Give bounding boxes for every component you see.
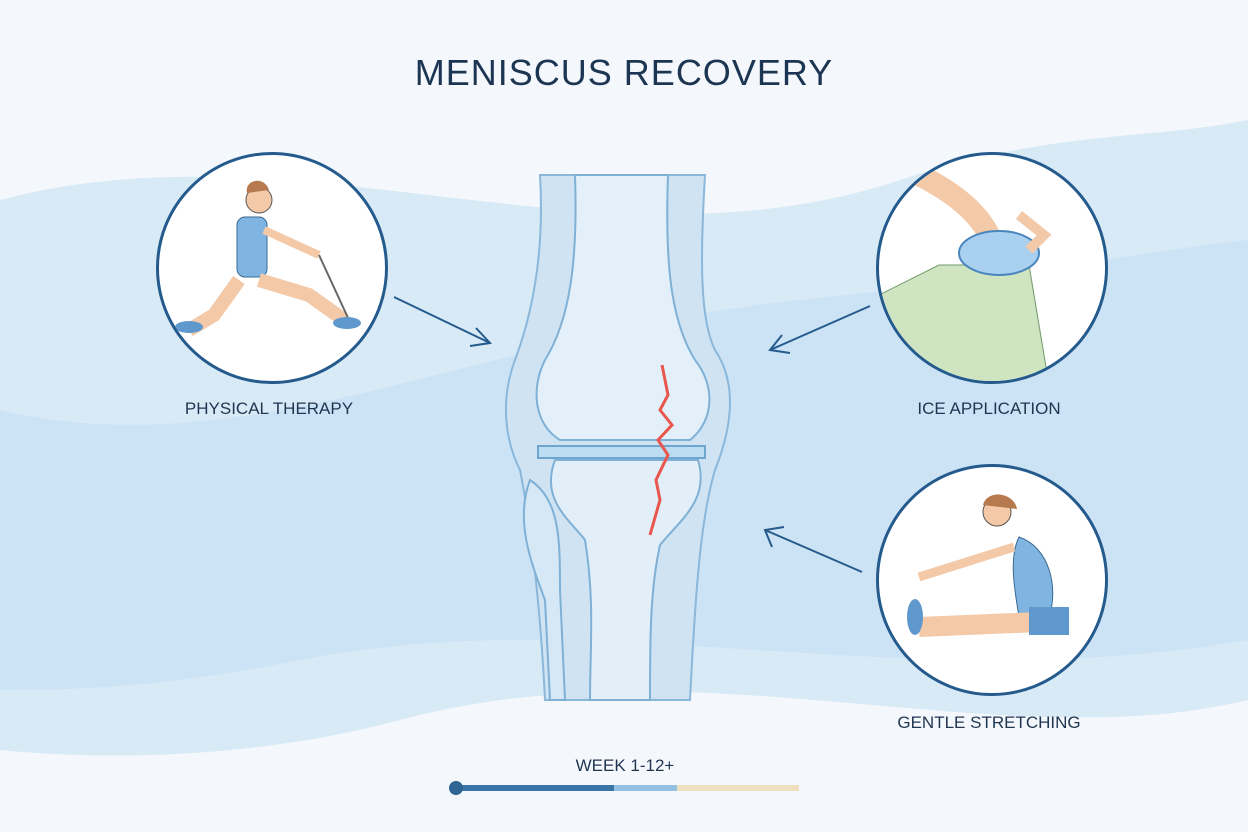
timeline-segment-3 [677, 785, 799, 791]
page-title: MENISCUS RECOVERY [414, 52, 834, 93]
physical-therapy-illustration [175, 180, 361, 337]
arrow-icon [768, 305, 871, 354]
arrow-icon [393, 296, 493, 347]
timeline-segment-2 [614, 785, 677, 791]
timeline-segment-1 [456, 785, 614, 791]
ice-pack-illustration [879, 165, 1052, 381]
meniscus-tear [648, 364, 674, 536]
ice-application-panel [876, 152, 1108, 384]
gentle-stretching-label: GENTLE STRETCHING [897, 713, 1081, 732]
physical-therapy-panel [156, 152, 388, 384]
gentle-stretching-panel [876, 464, 1108, 696]
arrow-icon [763, 526, 863, 573]
physical-therapy-label: PHYSICAL THERAPY [184, 399, 354, 418]
timeline-progress-handle [449, 781, 463, 795]
timeline-label: WEEK 1-12+ [575, 756, 675, 775]
ice-application-label: ICE APPLICATION [917, 399, 1061, 418]
stretching-illustration [907, 494, 1069, 637]
